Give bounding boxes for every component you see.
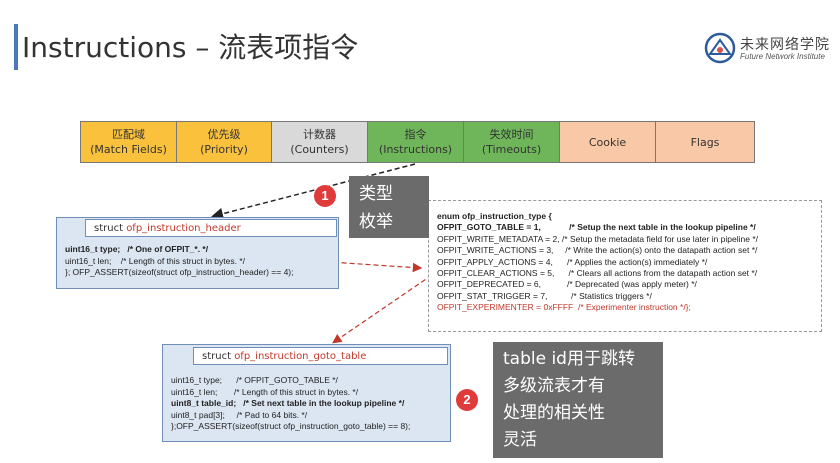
field-label-en: (Instructions) (378, 143, 453, 156)
struct-goto-code: uint16_t type; /* OFPIT_GOTO_TABLE */uin… (171, 375, 410, 433)
struct-name: ofp_instruction_header (126, 223, 241, 234)
field-instructions: 指令 (Instructions) (368, 122, 464, 162)
field-label-cn: 计数器 (303, 128, 336, 141)
callout-badge-1: 1 (314, 185, 336, 207)
code-line: };OFP_ASSERT(sizeof(struct ofp_instructi… (171, 421, 411, 431)
code-line: uint16_t len; /* Length of this struct i… (171, 386, 359, 397)
field-label-cn: 匹配域 (112, 128, 145, 141)
logo: 未来网络学院 Future Network Institute (704, 30, 834, 66)
field-flags: Flags (656, 122, 754, 162)
enum-line: OFPIT_EXPERIMENTER = 0xFFFF /* Experimen… (437, 302, 691, 313)
enum-title: enum ofp_instruction_type { (437, 211, 552, 221)
arrow-goto-to-struct (332, 274, 433, 344)
arrow-instructions-to-header (211, 163, 416, 220)
logo-text-en: Future Network Institute (740, 52, 825, 61)
field-label-cn: 失效时间 (489, 128, 534, 141)
callout-type-enum: 类型 枚举 (349, 176, 429, 238)
arrow-type-to-enum (149, 249, 423, 273)
enum-code: enum ofp_instruction_type {OFPIT_GOTO_TA… (437, 211, 758, 314)
enum-line: OFPIT_APPLY_ACTIONS = 4, /* Applies the … (437, 256, 708, 267)
field-label-cn: 指令 (404, 128, 427, 141)
logo-icon (704, 32, 736, 64)
enum-instruction-type: enum ofp_instruction_type {OFPIT_GOTO_TA… (428, 200, 822, 332)
slide-title: Instructions – 流表项指令 (22, 31, 359, 64)
code-line: uint16_t len; /* Length of this struct i… (65, 255, 246, 266)
struct-keyword: struct (94, 223, 127, 234)
enum-line: OFPIT_WRITE_ACTIONS = 3, /* Write the ac… (437, 245, 758, 256)
field-priority: 优先级 (Priority) (177, 122, 272, 162)
enum-line: OFPIT_GOTO_TABLE = 1, /* Setup the next … (437, 222, 756, 233)
code-line: uint8_t pad[3]; /* Pad to 64 bits. */ (171, 409, 308, 420)
field-label-cn: Cookie (588, 135, 627, 149)
field-label-en: (Counters) (290, 143, 349, 156)
struct-name: ofp_instruction_goto_table (234, 351, 367, 362)
struct-instruction-goto-table: struct ofp_instruction_goto_table uint16… (162, 344, 451, 442)
callout-line: 处理的相关性 (503, 403, 605, 423)
struct-keyword: struct (202, 351, 235, 362)
field-match-fields: 匹配域 (Match Fields) (81, 122, 177, 162)
field-counters: 计数器 (Counters) (272, 122, 368, 162)
code-line: }; OFP_ASSERT(sizeof(struct ofp_instruct… (65, 267, 294, 277)
code-line: uint16_t type; /* One of OFPIT_*. */ (65, 244, 209, 254)
callout-line: 灵活 (503, 430, 537, 450)
field-label-cn: 优先级 (207, 128, 241, 141)
field-label-en: (Match Fields) (90, 143, 167, 156)
field-cookie: Cookie (560, 122, 656, 162)
callout-line: table id用于跳转 (503, 349, 635, 369)
enum-line: OFPIT_WRITE_METADATA = 2, /* Setup the m… (437, 233, 759, 244)
struct-instruction-header: struct ofp_instruction_header uint16_t t… (56, 217, 339, 289)
field-label-en: (Priority) (200, 143, 248, 156)
code-line: uint8_t table_id; /* Set next table in t… (171, 398, 405, 408)
code-line: uint16_t type; /* OFPIT_GOTO_TABLE */ (171, 375, 338, 385)
struct-header-title: struct ofp_instruction_header (85, 219, 337, 237)
struct-header-code: uint16_t type; /* One of OFPIT_*. */uint… (65, 244, 294, 279)
field-timeouts: 失效时间 (Timeouts) (464, 122, 560, 162)
callout-table-id: table id用于跳转 多级流表才有 处理的相关性 灵活 (493, 342, 663, 458)
field-label-cn: Flags (690, 135, 720, 149)
title-accent-bar (14, 24, 18, 70)
callout-badge-2: 2 (456, 389, 478, 411)
struct-goto-title: struct ofp_instruction_goto_table (193, 347, 448, 365)
callout-line: 枚举 (359, 212, 393, 232)
callout-line: 多级流表才有 (503, 376, 605, 396)
enum-line: OFPIT_STAT_TRIGGER = 7, /* Statistics tr… (437, 290, 652, 301)
logo-text-cn: 未来网络学院 (740, 37, 830, 53)
enum-line: OFPIT_DEPRECATED = 6, /* Deprecated (was… (437, 279, 697, 290)
field-label-en: (Timeouts) (481, 143, 542, 156)
enum-line: OFPIT_CLEAR_ACTIONS = 5, /* Clears all a… (437, 268, 758, 279)
flow-entry-fields: 匹配域 (Match Fields) 优先级 (Priority) 计数器 (C… (80, 121, 755, 163)
callout-line: 类型 (359, 184, 393, 204)
